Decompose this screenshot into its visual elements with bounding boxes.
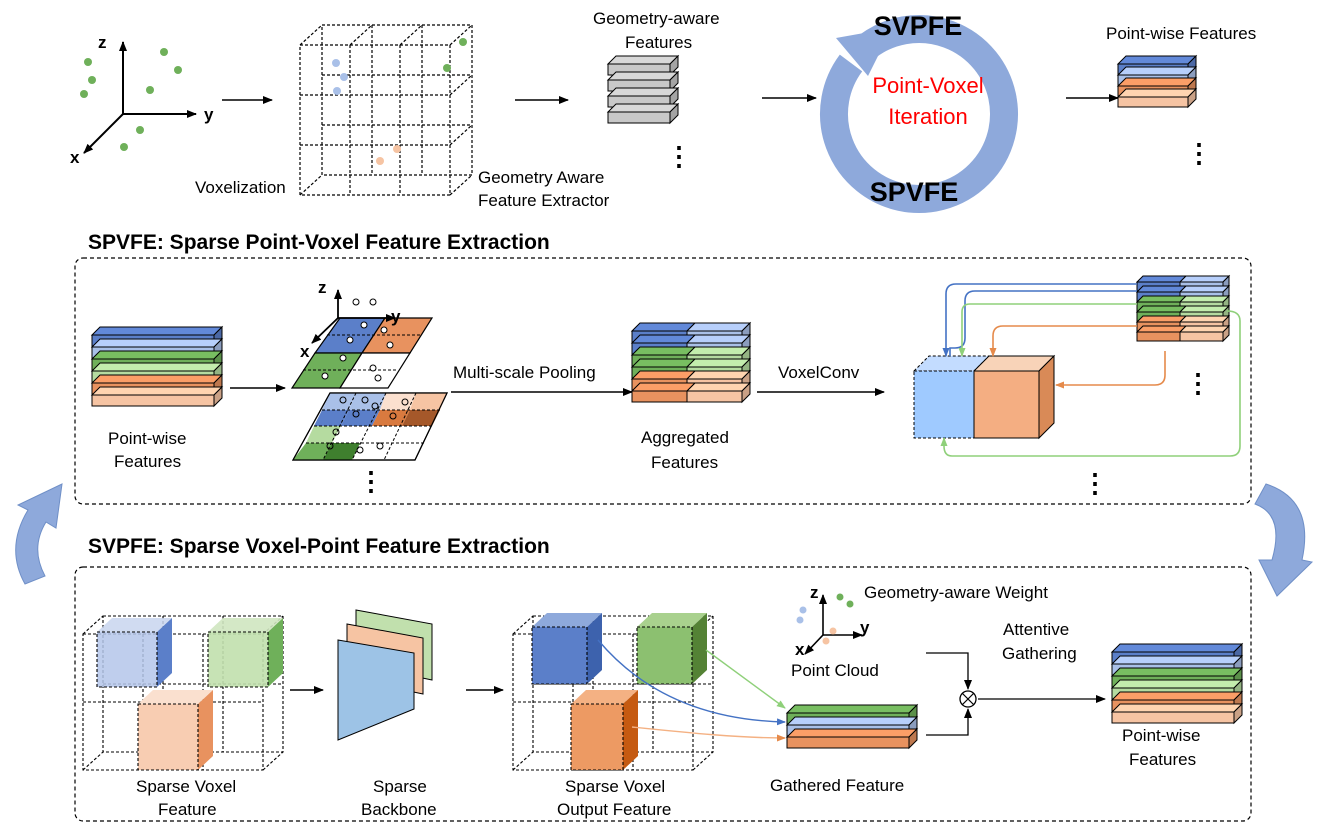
axis-z-label: z [98,33,107,52]
spvfe-grid-ellipsis: ⋮ [358,466,384,496]
loop-bottom-label: SPVFE [870,177,959,207]
sparse-voxel-label-line2: Feature [158,800,217,819]
sparse-voxel-output-grid [512,613,714,771]
iteration-label-line2: Iteration [888,104,968,129]
backbone-label-line2: Backbone [361,800,437,819]
spvfe-pointwise-label-line2: Features [114,452,181,471]
bev-grid-scale2 [291,392,448,461]
bev-grid-scale1 [290,289,434,389]
aggregated-features-stack [630,321,752,404]
right-cycle-arrow [1254,483,1314,597]
point-cloud-label: Point Cloud [791,661,879,680]
sparse-backbone-icon [337,609,433,741]
gathered-feature-stack [785,703,919,750]
spvfe-pointwise-stack [90,325,224,408]
point-voxel-iteration-cycle [820,15,1018,213]
svpfe-axis-y: y [860,618,870,637]
top-point-cloud: z y x [70,33,214,167]
aggregated-label-line2: Features [651,453,718,472]
extractor-label-line1: Geometry Aware [478,168,604,187]
geo-weight-label: Geometry-aware Weight [864,583,1048,602]
spvfe-pointwise-label-line1: Point-wise [108,429,186,448]
aggregated-label-line1: Aggregated [641,428,729,447]
voxelconv-neighbor-stack [1135,274,1231,343]
svpfe-pointwise-label-line1: Point-wise [1122,726,1200,745]
point-cloud-small [796,593,863,655]
voxelconv-label: VoxelConv [778,363,860,382]
voxelization-label: Voxelization [195,178,286,197]
spvfe-title: SPVFE: Sparse Point-Voxel Feature Extrac… [88,231,550,254]
spvfe-panel [74,257,1252,505]
sparse-voxel-feature-grid [82,615,284,771]
extractor-label-line2: Feature Extractor [478,191,610,210]
svpfe-axis-z: z [810,583,819,602]
spvfe-axis-x: x [300,342,310,361]
top-pointwise-ellipsis: ⋮ [1186,138,1212,168]
sparse-voxel-label-line1: Sparse Voxel [136,777,236,796]
top-pointwise-stack [1116,54,1198,109]
axis-y-label: y [204,105,214,124]
output-label-line1: Sparse Voxel [565,777,665,796]
svpfe-title: SVPFE: Sparse Voxel-Point Feature Extrac… [88,535,550,558]
svpfe-pointwise-label-line2: Features [1129,750,1196,769]
backbone-label-line1: Sparse [373,777,427,796]
attentive-label-line2: Gathering [1002,644,1077,663]
spvfe-panel-ellipsis: ⋮ [1082,468,1108,498]
voxelconv-stack-ellipsis: ⋮ [1185,368,1211,398]
svpfe-axis-x: x [795,640,805,659]
voxel-grid-top [299,24,473,196]
axis-x-label: x [70,148,80,167]
top-pointwise-label: Point-wise Features [1106,24,1256,43]
attentive-label-line1: Attentive [1003,620,1069,639]
iteration-label-line1: Point-Voxel [872,73,983,98]
loop-top-label: SVPFE [874,11,963,41]
voxelconv-voxels [912,354,1056,440]
spvfe-axis-z: z [318,278,327,297]
left-cycle-arrow [15,483,63,585]
geometry-features-label-line1: Geometry-aware [593,9,720,28]
svpfe-panel [74,566,1252,822]
spvfe-axis-y: y [391,307,401,326]
pooling-label: Multi-scale Pooling [453,363,596,382]
output-label-line2: Output Feature [557,800,671,819]
geometry-features-label-line2: Features [625,33,692,52]
geometry-features-ellipsis: ⋮ [666,141,692,171]
svpfe-pointwise-stack [1110,642,1244,725]
gathered-label: Gathered Feature [770,776,904,795]
geometry-features-stack [606,54,680,125]
